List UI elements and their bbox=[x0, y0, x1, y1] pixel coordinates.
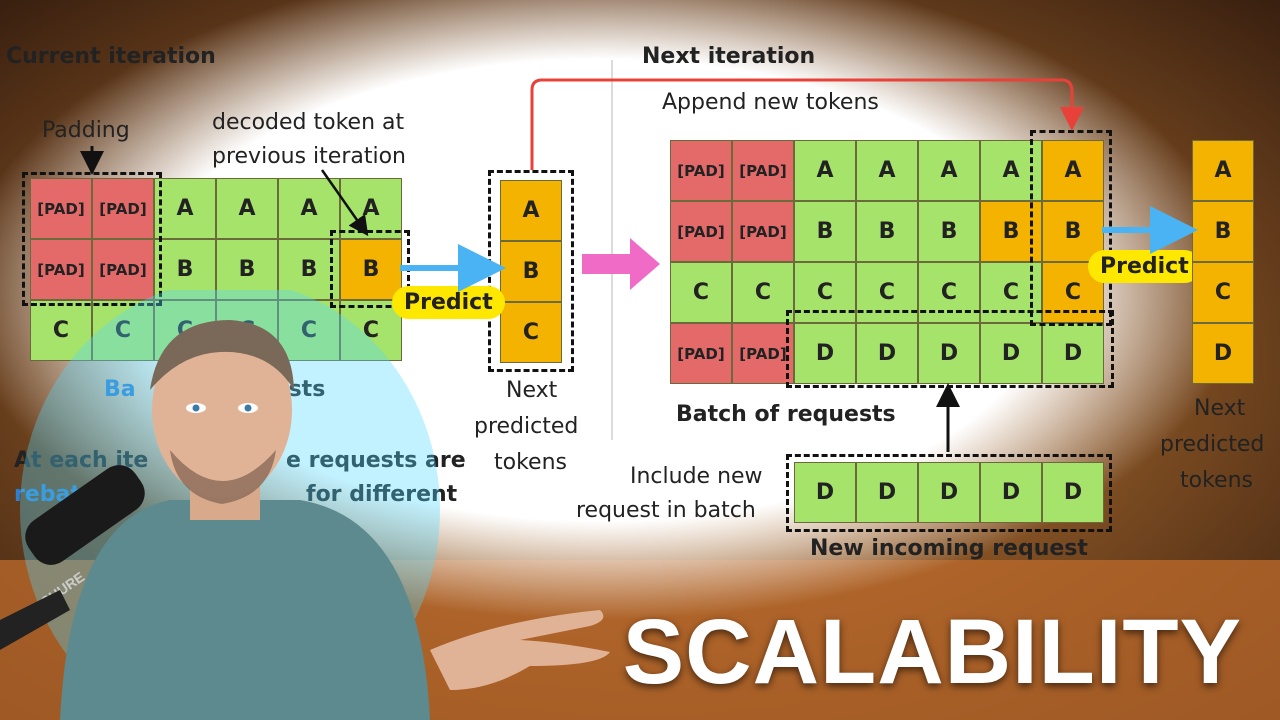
right-token-cell: C bbox=[732, 262, 794, 323]
right-token-cell: B bbox=[856, 201, 918, 262]
next-iteration-heading: Next iteration bbox=[642, 44, 816, 69]
presenter-image: SHURE bbox=[0, 290, 610, 720]
left-token-cell: [PAD] bbox=[92, 239, 154, 300]
incoming-token-cell: D bbox=[856, 462, 918, 523]
right-token-cell: D bbox=[794, 323, 856, 384]
right-token-cell: D bbox=[918, 323, 980, 384]
left-token-cell: C bbox=[92, 300, 154, 361]
right-token-cell: A bbox=[794, 140, 856, 201]
shirt bbox=[60, 500, 430, 720]
right-next-label-2: predicted bbox=[1160, 432, 1265, 457]
caption-line2-end: for different bbox=[306, 482, 458, 507]
left-predicted-cell: C bbox=[500, 302, 562, 363]
right-next-label-3: tokens bbox=[1180, 468, 1253, 493]
new-incoming-request-label: New incoming request bbox=[810, 536, 1088, 561]
right-token-cell: [PAD] bbox=[670, 140, 732, 201]
left-token-cell: B bbox=[278, 239, 340, 300]
right-token-cell: B bbox=[1042, 201, 1104, 262]
decoded-token-label-2: previous iteration bbox=[212, 144, 406, 169]
right-token-cell: B bbox=[794, 201, 856, 262]
right-predicted-cell: D bbox=[1192, 323, 1254, 384]
right-token-cell: A bbox=[1042, 140, 1104, 201]
left-token-cell: C bbox=[30, 300, 92, 361]
right-token-cell: [PAD] bbox=[670, 201, 732, 262]
incoming-token-cell: D bbox=[1042, 462, 1104, 523]
incoming-request-box bbox=[786, 454, 1112, 532]
left-token-cell: C bbox=[278, 300, 340, 361]
current-iteration-heading: Current iteration bbox=[6, 44, 216, 69]
incoming-token-cell: D bbox=[794, 462, 856, 523]
right-token-cell: C bbox=[670, 262, 732, 323]
right-token-cell: D bbox=[980, 323, 1042, 384]
decoded-pointer-arrow bbox=[320, 169, 369, 237]
thumbnail-title: SCALABILITY bbox=[622, 601, 1242, 703]
left-next-label-1: Next bbox=[506, 378, 558, 403]
append-new-tokens-label: Append new tokens bbox=[662, 90, 879, 115]
left-predicted-cell: B bbox=[500, 241, 562, 302]
caption-line1-end: e requests are bbox=[286, 448, 466, 473]
left-token-cell: A bbox=[278, 178, 340, 239]
mic-arm bbox=[0, 590, 70, 650]
right-token-cell: A bbox=[918, 140, 980, 201]
left-token-cell: A bbox=[216, 178, 278, 239]
right-token-cell: D bbox=[856, 323, 918, 384]
right-token-cell: [PAD] bbox=[732, 323, 794, 384]
hand bbox=[430, 610, 610, 690]
right-predicted-cell: A bbox=[1192, 140, 1254, 201]
microphone bbox=[25, 465, 145, 565]
right-predicted-cell: C bbox=[1192, 262, 1254, 323]
right-token-cell: [PAD] bbox=[670, 323, 732, 384]
left-token-cell: C bbox=[340, 300, 402, 361]
right-token-cell: D bbox=[1042, 323, 1104, 384]
left-predicted-cell: A bbox=[500, 180, 562, 241]
left-token-cell: B bbox=[216, 239, 278, 300]
incoming-token-cell: D bbox=[980, 462, 1042, 523]
head bbox=[152, 322, 292, 498]
right-predict-badge: Predict bbox=[1088, 250, 1201, 283]
include-new-label-2: request in batch bbox=[576, 498, 756, 523]
left-next-label-3: tokens bbox=[494, 450, 567, 475]
right-token-cell: A bbox=[856, 140, 918, 201]
right-token-cell: [PAD] bbox=[732, 140, 794, 201]
left-token-cell: A bbox=[154, 178, 216, 239]
next-iteration-arrow bbox=[530, 78, 1084, 170]
left-token-cell: [PAD] bbox=[30, 239, 92, 300]
right-token-cell: B bbox=[918, 201, 980, 262]
incoming-token-cell: D bbox=[918, 462, 980, 523]
hair bbox=[150, 320, 294, 390]
pink-transition-arrow bbox=[582, 238, 660, 290]
batch-label-fragment-1: Ba bbox=[104, 377, 136, 402]
left-token-cell: B bbox=[340, 239, 402, 300]
padding-label: Padding bbox=[42, 118, 130, 143]
right-token-cell: [PAD] bbox=[732, 201, 794, 262]
right-predicted-cell: B bbox=[1192, 201, 1254, 262]
left-token-cell: B bbox=[154, 239, 216, 300]
beard bbox=[170, 450, 276, 504]
left-token-cell: [PAD] bbox=[30, 178, 92, 239]
left-next-label-2: predicted bbox=[474, 414, 579, 439]
left-token-cell: [PAD] bbox=[92, 178, 154, 239]
decoded-token-label-1: decoded token at bbox=[212, 110, 405, 135]
batch-of-requests-label: Batch of requests bbox=[676, 402, 896, 427]
right-next-label-1: Next bbox=[1194, 396, 1246, 421]
include-new-label-1: Include new bbox=[630, 464, 763, 489]
